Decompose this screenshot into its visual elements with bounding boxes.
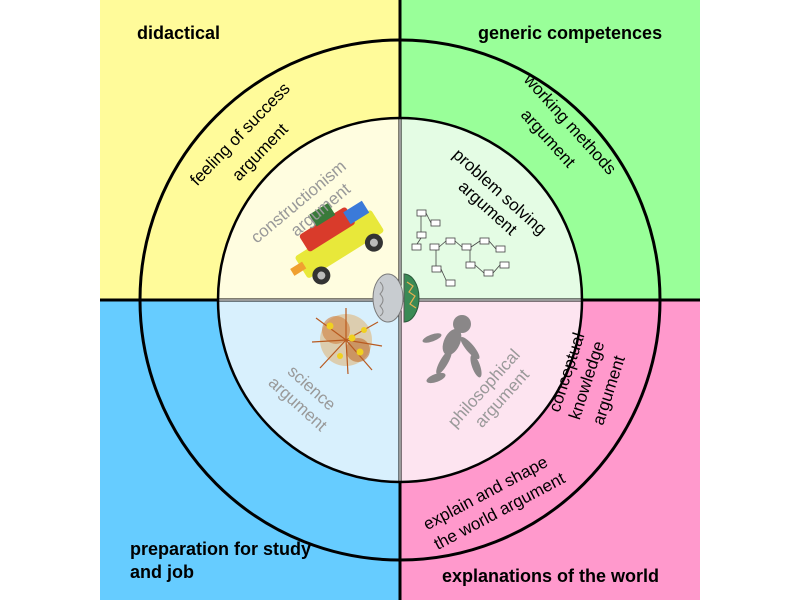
dancing-figure-icon xyxy=(422,315,482,384)
quadrant-label-explanations: explanations of the world xyxy=(442,566,660,586)
quadrant-label-didactical: didactical xyxy=(137,23,221,43)
quadrant-label-preparation: preparation for study and job xyxy=(130,538,311,584)
flowchart-icon xyxy=(411,209,510,287)
inner-quadrant-top-right xyxy=(400,118,582,300)
quadrant-label-preparation-line2: and job xyxy=(130,562,194,582)
quadrant-label-generic-competences: generic competences xyxy=(478,23,663,43)
molecule-icon xyxy=(311,308,383,375)
lego-robot-icon xyxy=(290,200,384,285)
inner-quadrant-top-left xyxy=(218,118,400,300)
inner-circle xyxy=(216,116,584,484)
quadrant-label-preparation-line1: preparation for study xyxy=(130,539,312,559)
brain-icon xyxy=(372,273,420,323)
